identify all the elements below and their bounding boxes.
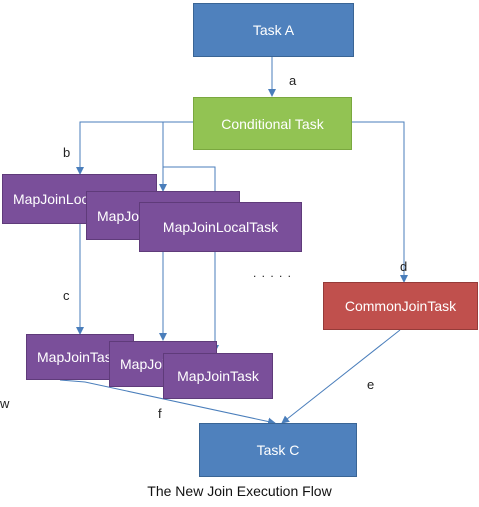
edge-label-c: c	[63, 288, 70, 303]
task-a-node: Task A	[193, 3, 354, 57]
edge-label-f: f	[158, 406, 162, 421]
edge-b-local-2	[159, 121, 193, 192]
common-join-task-node: CommonJoinTask	[323, 282, 478, 330]
edge-e	[281, 329, 401, 424]
edge-label-e: e	[367, 377, 375, 392]
edge-d	[352, 121, 408, 283]
edge-f	[59, 379, 276, 426]
diagram-caption: The New Join Execution Flow	[147, 483, 332, 499]
edge-label-b: b	[63, 145, 71, 160]
ellipsis-label: . . . . .	[253, 266, 293, 280]
edge-fragment-label: w	[0, 396, 10, 411]
edge-b-local-3	[163, 166, 219, 202]
task-c-node: Task C	[199, 423, 357, 477]
edge-b-trunk	[76, 121, 193, 175]
map-join-task-node-3: MapJoinTask	[163, 353, 273, 399]
map-join-local-task-node-3: MapJoinLocalTask	[139, 202, 302, 252]
edge-label-a: a	[289, 73, 297, 88]
edge-label-d: d	[400, 259, 408, 274]
conditional-task-node: Conditional Task	[193, 97, 352, 150]
